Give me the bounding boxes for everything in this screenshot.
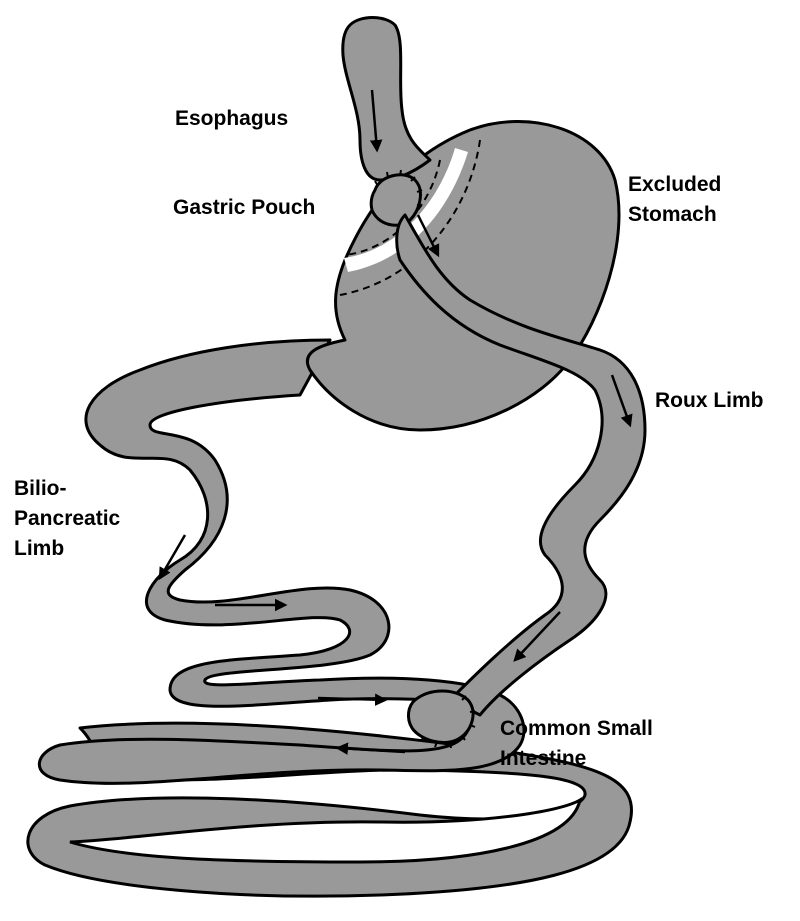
excluded-stomach [306,120,621,432]
flow-arrows [158,89,633,755]
flow-arrow-bp-limb-3 [317,693,388,706]
gastric-pouch-label: Gastric Pouch [173,196,316,219]
flow-arrow-roux-limb-2 [513,611,561,662]
flow-arrow-roux-limb [610,374,633,428]
bilio-pancreatic-limb [37,338,526,785]
roux-limb-label: Roux Limb [655,389,764,412]
esophagus-label: Esophagus [175,107,289,130]
flow-arrow-common [335,742,406,755]
flow-arrow-bp-limb [158,534,187,581]
gastric-pouch [369,173,422,227]
common-intestine-lower-gap [69,796,583,864]
jejunojejunostomy [406,689,475,744]
common-small-intestine-label: Common Small Intestine [500,717,653,770]
excluded-stomach-label: Excluded Stomach [628,173,722,226]
bilio-pancreatic-limb-label: Bilio- Pancreatic Limb [14,477,121,560]
flow-arrow-pouch [416,214,440,258]
gastric-pouch-staples [374,169,423,207]
roux-limb [395,213,647,717]
staple-line-outer [339,139,481,296]
flow-arrow-esophagus [369,89,383,153]
esophagus [341,16,432,182]
jejunojejunostomy-staples [420,695,476,749]
staple-line-band [344,148,468,272]
